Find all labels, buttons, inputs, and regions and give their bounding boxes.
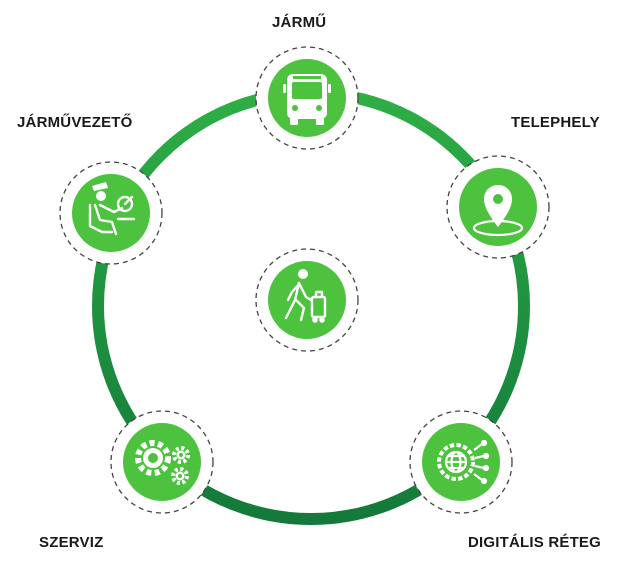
- digital-globe-gear-icon: [437, 439, 490, 485]
- node-jarmuvezeto-disc: [72, 174, 150, 252]
- driver-icon: [88, 182, 136, 236]
- node-jarmuvezeto: [59, 161, 163, 265]
- node-center-disc: [268, 261, 346, 339]
- label-jarmu: JÁRMŰ: [272, 14, 327, 31]
- node-jarmu: [255, 46, 359, 150]
- gears-icon: [135, 440, 190, 485]
- label-telephely: TELEPHELY: [511, 114, 600, 131]
- location-pin-icon: [472, 185, 524, 237]
- passenger-walking-icon: [284, 269, 327, 323]
- label-digitalis: DIGITÁLIS RÉTEG: [468, 534, 602, 551]
- label-jarmuvezeto: JÁRMŰVEZETŐ: [17, 114, 133, 131]
- bus-icon: [283, 74, 331, 125]
- label-szerviz: SZERVIZ: [39, 534, 104, 551]
- node-szerviz: [110, 410, 214, 514]
- node-telephely: [446, 155, 550, 259]
- node-center: [255, 248, 359, 352]
- node-digitalis: [409, 410, 513, 514]
